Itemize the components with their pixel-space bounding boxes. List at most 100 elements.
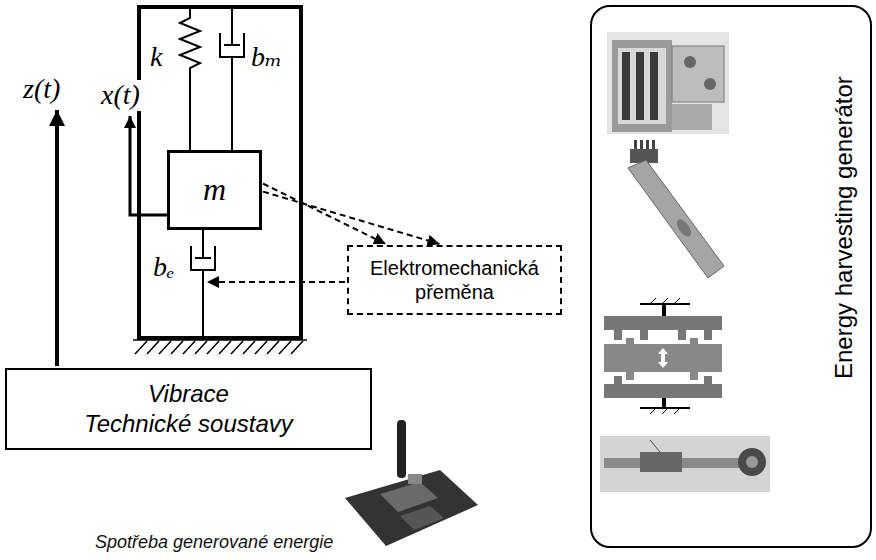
ground-line <box>133 339 307 341</box>
comb-fixed <box>604 384 722 398</box>
hatch-line <box>231 341 243 354</box>
magnet-bar <box>622 52 630 120</box>
beam-mark <box>674 217 694 239</box>
hatch-line <box>219 341 231 354</box>
damper-symbol <box>220 7 244 150</box>
damper-rod <box>202 230 204 258</box>
comb-tooth <box>704 376 712 384</box>
spring-symbol <box>180 7 200 150</box>
screw <box>704 78 716 90</box>
connector-layer <box>263 184 439 244</box>
comb-fixed <box>604 316 722 330</box>
converter-box: Elektromechanická přeměna <box>347 245 562 315</box>
generator-panel: Energy harvesting generátor <box>590 5 872 548</box>
comb-tooth <box>678 330 686 340</box>
signal-name: x(t) <box>100 80 141 111</box>
comb-tooth <box>690 370 698 380</box>
hatch-line <box>207 341 219 354</box>
comb-tooth <box>626 338 634 346</box>
node-text: Energy harvesting generátor <box>830 76 858 379</box>
comb-tooth <box>690 338 698 346</box>
hatch-line <box>183 341 195 354</box>
hatch-line <box>650 408 656 414</box>
hatch-line <box>662 298 668 304</box>
hatch-line <box>662 408 668 414</box>
end-mass <box>738 448 766 476</box>
pin <box>634 140 637 150</box>
photo-ground <box>600 436 770 492</box>
pin <box>646 140 649 150</box>
vibration-source-box: Vibrace Technické soustavy <box>5 368 372 450</box>
motion-arrow <box>658 348 668 368</box>
signal-arrow <box>263 192 439 244</box>
beam <box>628 160 724 278</box>
connector <box>408 474 422 484</box>
damper-cup <box>191 246 215 270</box>
end-mass-hole <box>746 456 758 468</box>
comb-tooth <box>704 330 712 340</box>
anchor-post <box>662 398 666 408</box>
rod-generator-photo <box>600 436 770 492</box>
parameter-name: bₑ <box>152 252 175 283</box>
feedback-arrow <box>207 281 345 283</box>
damper-rod <box>231 7 233 45</box>
hatch-line <box>650 298 656 304</box>
displacement-arrow <box>130 116 167 215</box>
piezo-beam-photo <box>628 140 724 278</box>
photo-part <box>672 46 724 102</box>
hatch-line <box>159 341 171 354</box>
photo-part <box>672 104 712 130</box>
comb-tooth <box>614 330 622 340</box>
damper-piston <box>224 44 240 46</box>
pin <box>652 140 655 150</box>
hatch-line <box>255 341 267 354</box>
damper-symbol <box>191 230 215 338</box>
pin <box>640 140 643 150</box>
photo-frame <box>612 40 672 132</box>
damper-piston <box>195 257 211 259</box>
hatch-line <box>195 341 207 354</box>
comb-tooth <box>626 370 634 380</box>
note-text: Spotřeba generované energie <box>95 533 333 553</box>
damper-rod <box>231 57 233 150</box>
hatch-line <box>147 341 159 354</box>
ground-hatching <box>133 340 307 354</box>
magnet-bar <box>650 52 658 120</box>
node-text: Elektromechanická přeměna <box>370 256 539 304</box>
comb-mass <box>604 344 722 372</box>
photo-ground <box>607 32 729 134</box>
mems-comb-drawing <box>604 298 722 414</box>
hatch-line <box>279 341 291 354</box>
parameter-name: k <box>149 42 163 73</box>
wire <box>650 440 660 452</box>
comb-tooth <box>614 376 622 384</box>
screw <box>684 56 696 68</box>
housing-frame <box>139 7 301 338</box>
excitation-arrow <box>55 110 59 366</box>
antenna <box>397 420 406 478</box>
signal-arrow <box>263 184 386 244</box>
damper-rod <box>202 270 204 338</box>
magnet-bar <box>636 52 644 120</box>
node-text: m <box>203 172 226 207</box>
hatch-line <box>674 408 680 414</box>
mass-block: m <box>167 150 262 230</box>
damper-cup <box>220 33 244 57</box>
photo-part <box>618 48 666 124</box>
hatch-line <box>171 341 183 354</box>
hatch-line <box>267 341 279 354</box>
hatch-line <box>674 298 680 304</box>
generator-photo <box>607 32 729 134</box>
node-text: Vibrace Technické soustavy <box>84 379 293 439</box>
chip <box>400 506 444 530</box>
hatch-line <box>291 341 303 354</box>
patch <box>640 452 682 472</box>
circuit-board <box>345 470 478 546</box>
signal-name: z(t) <box>22 74 61 105</box>
parameter-name: bₘ <box>250 42 283 73</box>
anchor-post <box>662 304 666 316</box>
anchor-line <box>640 407 690 409</box>
hatch-line <box>135 341 147 354</box>
hatch-line <box>243 341 255 354</box>
